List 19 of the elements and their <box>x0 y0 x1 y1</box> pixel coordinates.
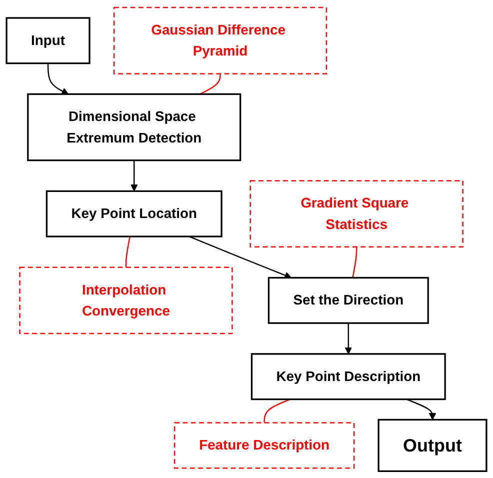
node-box: Feature Description <box>174 422 355 468</box>
arrow <box>344 322 352 354</box>
node-box: Input <box>6 16 90 64</box>
arrow <box>406 398 436 420</box>
node-box: Set the Direction <box>268 276 429 324</box>
node-box: Gaussian Difference Pyramid <box>113 6 328 74</box>
arrow <box>188 236 292 278</box>
arrow <box>47 62 69 94</box>
connector <box>264 398 291 422</box>
node-box: Gradient Square Statistics <box>250 180 464 248</box>
node-box: Key Point Description <box>250 352 446 400</box>
node-box: Dimensional Space Extremum Detection <box>27 92 242 161</box>
node-box: Interpolation Convergence <box>19 266 233 334</box>
connector <box>125 236 130 267</box>
connector <box>352 246 358 278</box>
connector <box>200 73 221 94</box>
node-box: Output <box>378 418 488 472</box>
node-box: Key Point Location <box>46 190 222 237</box>
arrow <box>130 160 138 192</box>
